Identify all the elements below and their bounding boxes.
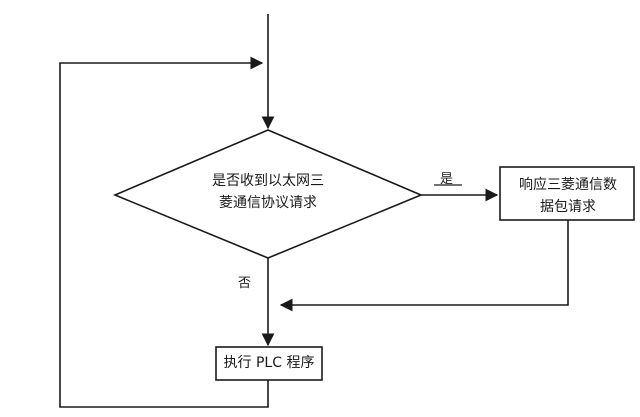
- decision-label-line1: 是否收到以太网三: [212, 173, 324, 189]
- decision-label-line2: 菱通信协议请求: [219, 195, 317, 211]
- response-label-line1: 响应三菱通信数: [519, 177, 617, 193]
- loop-back-line: [59, 56, 269, 408]
- no-edge-label: 否: [238, 276, 252, 291]
- response-label-line2: 据包请求: [540, 199, 596, 215]
- plc-box: [215, 346, 323, 381]
- response-label: 响应三菱通信数 据包请求: [503, 174, 633, 218]
- yes-edge-label: 是: [440, 172, 454, 187]
- response-box: [499, 166, 635, 221]
- response-return-line: [279, 220, 569, 312]
- plc-label: 执行 PLC 程序: [223, 355, 315, 371]
- decision-label: 是否收到以太网三 菱通信协议请求: [196, 170, 340, 214]
